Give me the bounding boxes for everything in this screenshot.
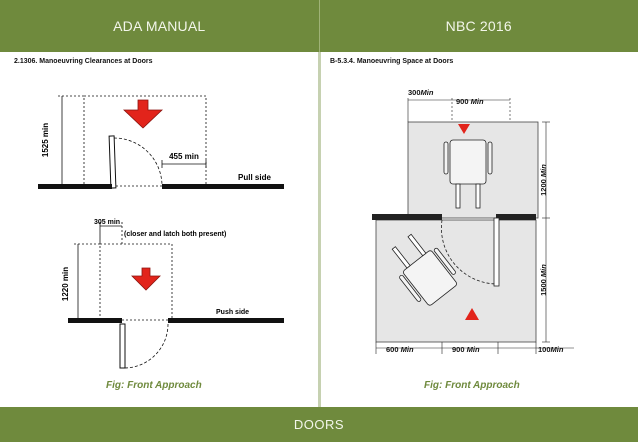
- header-right-title: NBC 2016: [445, 18, 512, 34]
- pull-door-swing: [113, 137, 163, 187]
- push-width-label: 305 min: [94, 219, 120, 226]
- push-door-swing: [123, 323, 169, 369]
- pull-width-label: 455 min: [169, 152, 199, 161]
- left-section-title: 2.1306. Manoeuvring Clearances at Doors: [14, 58, 153, 65]
- wheelchair-top-icon: [443, 139, 493, 209]
- right-caption: Fig: Front Approach: [424, 380, 520, 391]
- svg-text:900 Min: 900 Min: [456, 97, 484, 106]
- header-divider: [318, 0, 320, 52]
- pull-side-label: Pull side: [238, 173, 271, 182]
- direction-arrow-bottom-icon: [465, 308, 479, 320]
- push-wall-right: [168, 318, 284, 323]
- svg-text:1500 Min: 1500 Min: [539, 264, 548, 296]
- wall-left: [372, 214, 442, 220]
- top-900-label: 900: [456, 97, 469, 106]
- pull-direction-arrow-icon: [122, 99, 164, 129]
- header-bar: ADA MANUAL NBC 2016: [0, 0, 638, 52]
- push-height-label: 1220 min: [61, 267, 70, 301]
- column-divider: [318, 52, 321, 407]
- bottom-100-label: 100: [538, 345, 551, 354]
- push-manoeuvring-space: [375, 219, 537, 343]
- door-leaf: [493, 217, 500, 287]
- svg-text:100Min: 100Min: [538, 345, 564, 354]
- side-1500-label: 1500: [539, 279, 548, 296]
- wall-right: [496, 214, 536, 220]
- pull-wall-left: [38, 184, 112, 189]
- direction-arrow-top-icon: [458, 124, 470, 134]
- pull-height-label: 1525 min: [41, 123, 50, 157]
- pull-door-leaf: [108, 135, 117, 189]
- nbc-manoeuvring-diagram: 300Min 900 Min 1200 Min 1500 Min 600 Min…: [372, 88, 574, 354]
- top-300-label: 300: [408, 88, 421, 97]
- push-door-leaf: [119, 323, 126, 369]
- header-left-title: ADA MANUAL: [113, 18, 206, 34]
- svg-text:300Min: 300Min: [408, 88, 434, 97]
- side-1200-label: 1200: [539, 179, 548, 196]
- push-clearance-area: [99, 243, 173, 321]
- ada-door-diagram: 1525 min 455 min Pull side 305 min (clos…: [38, 95, 284, 369]
- bottom-900-label: 900: [452, 345, 465, 354]
- svg-text:600 Min: 600 Min: [386, 345, 414, 354]
- left-caption: Fig: Front Approach: [106, 380, 202, 391]
- push-side-label: Push side: [216, 309, 249, 316]
- svg-text:900 Min: 900 Min: [452, 345, 480, 354]
- push-wall-left: [68, 318, 122, 323]
- svg-text:1200 Min: 1200 Min: [539, 164, 548, 196]
- footer-bar: DOORS: [0, 407, 638, 442]
- bottom-600-label: 600: [386, 345, 399, 354]
- pull-wall-right: [162, 184, 284, 189]
- closer-note-label: (closer and latch both present): [124, 231, 226, 238]
- push-direction-arrow-icon: [131, 267, 161, 291]
- pull-clearance-area: [83, 95, 207, 187]
- footer-title: DOORS: [293, 417, 345, 432]
- right-section-title: B-5.3.4. Manoeuvring Space at Doors: [330, 58, 454, 65]
- door-swing: [441, 219, 497, 285]
- wheelchair-bottom-icon: [391, 233, 457, 306]
